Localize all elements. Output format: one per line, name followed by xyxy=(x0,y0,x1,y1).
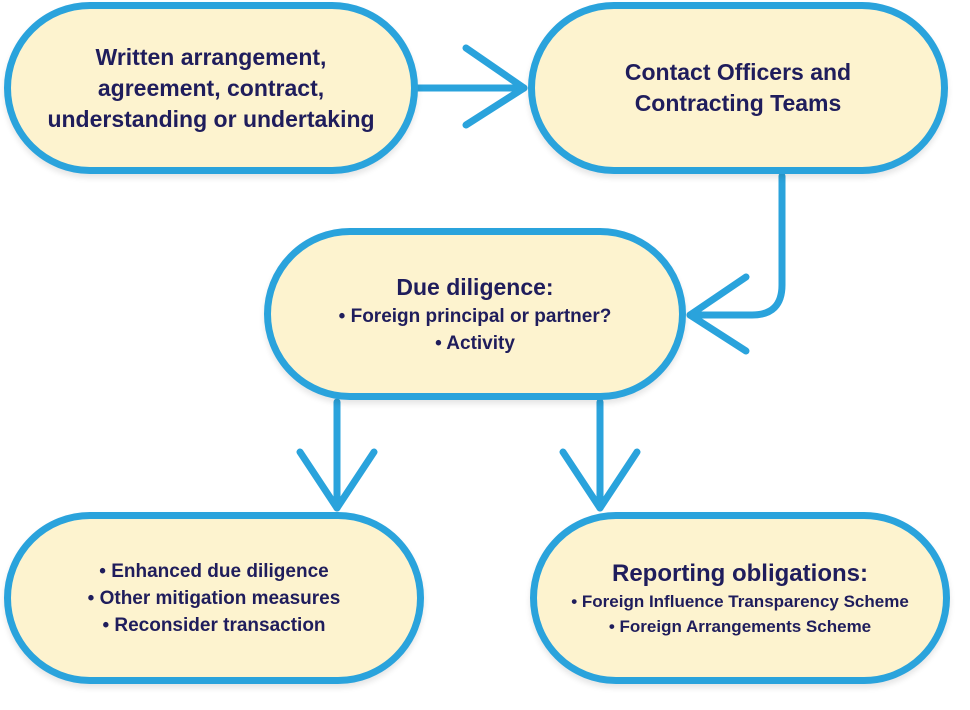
arrow-written-to-contact xyxy=(414,44,528,129)
node-due-diligence-bullet-1: • Foreign principal or partner? xyxy=(338,305,612,327)
node-due-diligence: Due diligence: • Foreign principal or pa… xyxy=(264,228,686,400)
node-written-line-2: agreement, contract, xyxy=(97,74,325,101)
node-written-line-1: Written arrangement, xyxy=(95,43,327,70)
node-mitigation-bullet-3: • Reconsider transaction xyxy=(102,614,326,636)
arrow-due-diligence-to-reporting xyxy=(559,398,641,512)
node-mitigation-bullet-2: • Other mitigation measures xyxy=(87,587,341,609)
node-reporting-obligations: Reporting obligations: • Foreign Influen… xyxy=(530,512,950,684)
node-mitigation-bullet-1: • Enhanced due diligence xyxy=(99,560,329,582)
node-contact-line-1: Contact Officers and xyxy=(624,59,852,85)
node-contact-officers: Contact Officers and Contracting Teams xyxy=(528,2,948,174)
node-reporting-title: Reporting obligations: xyxy=(612,559,868,587)
node-written-line-3: understanding or undertaking xyxy=(47,105,375,132)
node-contact-line-2: Contracting Teams xyxy=(634,90,842,116)
arrow-due-diligence-to-mitigation xyxy=(296,398,378,512)
node-reporting-bullet-2: • Foreign Arrangements Scheme xyxy=(608,616,872,636)
node-due-diligence-title: Due diligence: xyxy=(396,273,554,300)
node-reporting-bullet-1: • Foreign Influence Transparency Scheme xyxy=(571,591,909,611)
node-due-diligence-bullet-2: • Activity xyxy=(435,332,515,354)
node-written-arrangement: Written arrangement, agreement, contract… xyxy=(4,2,418,174)
node-mitigation: • Enhanced due diligence • Other mitigat… xyxy=(4,512,424,684)
arrow-contact-to-due-diligence xyxy=(686,172,786,355)
